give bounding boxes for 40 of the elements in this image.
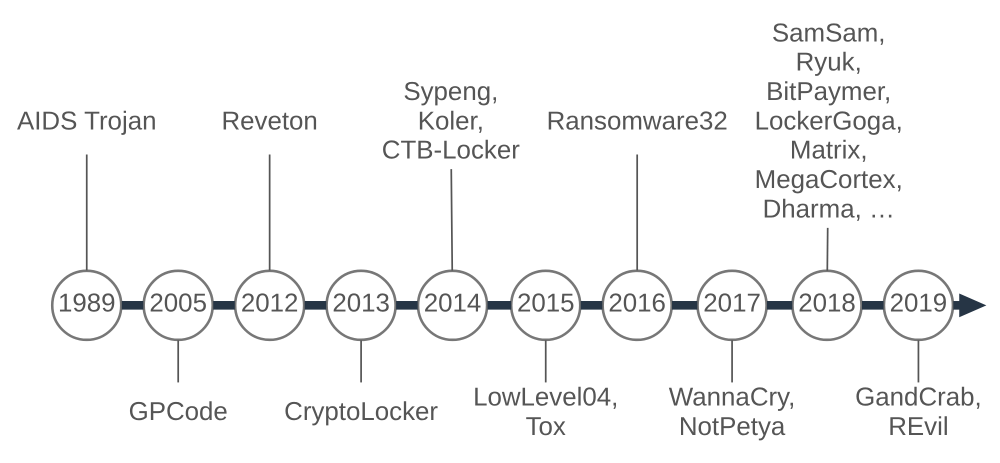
connector	[636, 154, 638, 270]
node-circle: 2013	[325, 269, 397, 341]
connector	[672, 300, 698, 310]
connector	[268, 154, 270, 270]
node-text: GandCrab, REvil	[855, 382, 982, 440]
node-text: WannaCry, NotPetya	[668, 382, 796, 440]
arrow	[953, 292, 986, 317]
node-circle: 2015	[510, 269, 582, 341]
connector	[396, 300, 418, 310]
connector	[918, 340, 920, 382]
node-text: Ransomware32	[546, 106, 728, 135]
connector	[488, 300, 512, 310]
node-circle: 2017	[696, 269, 768, 341]
node-circle: 2016	[601, 269, 673, 341]
connector	[731, 340, 733, 382]
connector	[304, 300, 326, 310]
connector	[122, 300, 144, 310]
connector	[213, 300, 235, 310]
node-circle: 2014	[416, 269, 488, 341]
connector	[580, 300, 602, 310]
connector	[862, 300, 884, 310]
node-circle: 2018	[791, 269, 863, 341]
connector	[177, 340, 180, 382]
node-text: Sypeng, Koler, CTB-Locker	[382, 78, 520, 164]
connector	[360, 340, 362, 382]
connector	[86, 154, 88, 270]
connector	[544, 340, 547, 382]
node-text: Reveton	[221, 106, 318, 135]
connector	[450, 168, 454, 270]
node-circle: 2019	[882, 269, 954, 341]
node-text: AIDS Trojan	[16, 106, 156, 135]
connector	[766, 300, 792, 310]
node-text: LowLevel04, Tox	[473, 382, 618, 440]
node-text: CryptoLocker	[284, 398, 438, 426]
node-circle: 2005	[142, 269, 214, 341]
node-circle: 2012	[234, 269, 306, 341]
node-circle: 1989	[50, 269, 123, 341]
connector	[826, 227, 829, 270]
node-text: GPCode	[128, 398, 228, 426]
node-text: SamSam, Ryuk, BitPaymer, LockerGoga, Matrix, MegaCortex, Dharma, …	[754, 18, 903, 223]
